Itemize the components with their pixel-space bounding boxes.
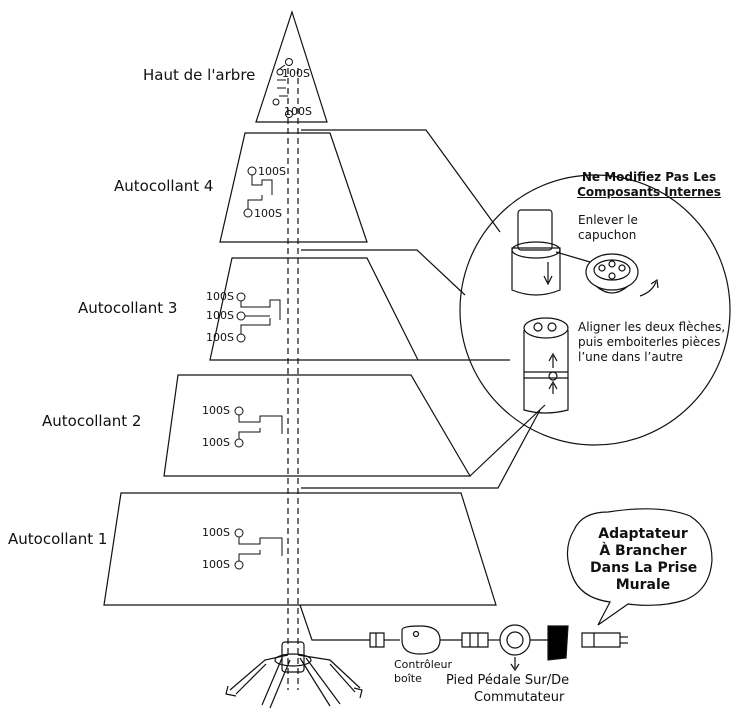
adapter-line-2: À Brancher: [599, 543, 687, 559]
adapter-bubble: [566, 508, 713, 626]
callout-line-top: [301, 129, 501, 233]
label-sticker-4: Autocollant 4: [114, 177, 214, 195]
warning-line-2: Composants Internes: [577, 185, 721, 199]
bulb-label: 100S: [202, 526, 230, 539]
bulb-label: 100S: [206, 309, 234, 322]
bulb-label: 100S: [206, 331, 234, 344]
adapter-line-1: Adaptateur: [598, 526, 688, 542]
power-cord: [299, 604, 370, 641]
foot-pedal-label-2: Commutateur: [474, 690, 565, 705]
label-sticker-1: Autocollant 1: [8, 530, 108, 548]
bulb-label: 100S: [284, 105, 312, 118]
sticker1-section: [103, 492, 497, 606]
sticker4-section: [219, 132, 368, 243]
bulb-label: 100S: [282, 67, 310, 80]
bulb-label: 100S: [202, 558, 230, 571]
label-tree-top: Haut de l'arbre: [143, 66, 256, 84]
align-line-3: l’une dans l’autre: [578, 350, 684, 364]
label-sticker-2: Autocollant 2: [42, 412, 142, 430]
tree-top-section: [255, 10, 328, 123]
adapter-line-3: Dans La Prise: [590, 560, 698, 576]
cord-plug-left: [369, 632, 385, 648]
detail-circle: [459, 174, 731, 446]
bulb-circuits: [234, 58, 293, 570]
cord-end-black: [547, 625, 569, 661]
cord-plug-right: [581, 632, 621, 648]
label-sticker-3: Autocollant 3: [78, 299, 178, 317]
sticker2-section: [163, 374, 472, 477]
cord-plug-mid: [461, 632, 489, 648]
bulb-label: 100S: [258, 165, 286, 178]
sticker3-section: [209, 257, 419, 361]
bulb-label: 100S: [202, 404, 230, 417]
remove-cap-line-2: capuchon: [578, 228, 637, 242]
controller-box: [401, 625, 441, 655]
remove-cap-line-1: Enlever le: [578, 213, 638, 227]
bulb-label: 100S: [254, 207, 282, 220]
tree-stand: [225, 641, 363, 709]
align-line-2: puis emboiterles pièces: [578, 335, 721, 349]
pole-cap-illustration: [511, 209, 659, 297]
adapter-line-4: Murale: [615, 577, 671, 593]
bulb-label: 100S: [206, 290, 234, 303]
warning-line-1: Ne Modifiez Pas Les: [581, 170, 717, 184]
pole-arrow-illustration: [523, 317, 569, 414]
align-line-1: Aligner les deux flèches,: [578, 320, 726, 334]
bulb-label: 100S: [202, 436, 230, 449]
foot-pedal: [499, 624, 531, 656]
controller-label-2: boîte: [394, 672, 422, 685]
controller-label-1: Contrôleur: [394, 658, 453, 671]
callout-line-mid: [301, 249, 466, 296]
callout-line-lower: [469, 404, 546, 477]
foot-pedal-label-1: Pied Pédale Sur/De: [446, 673, 570, 688]
callout-line-base: [301, 409, 541, 489]
